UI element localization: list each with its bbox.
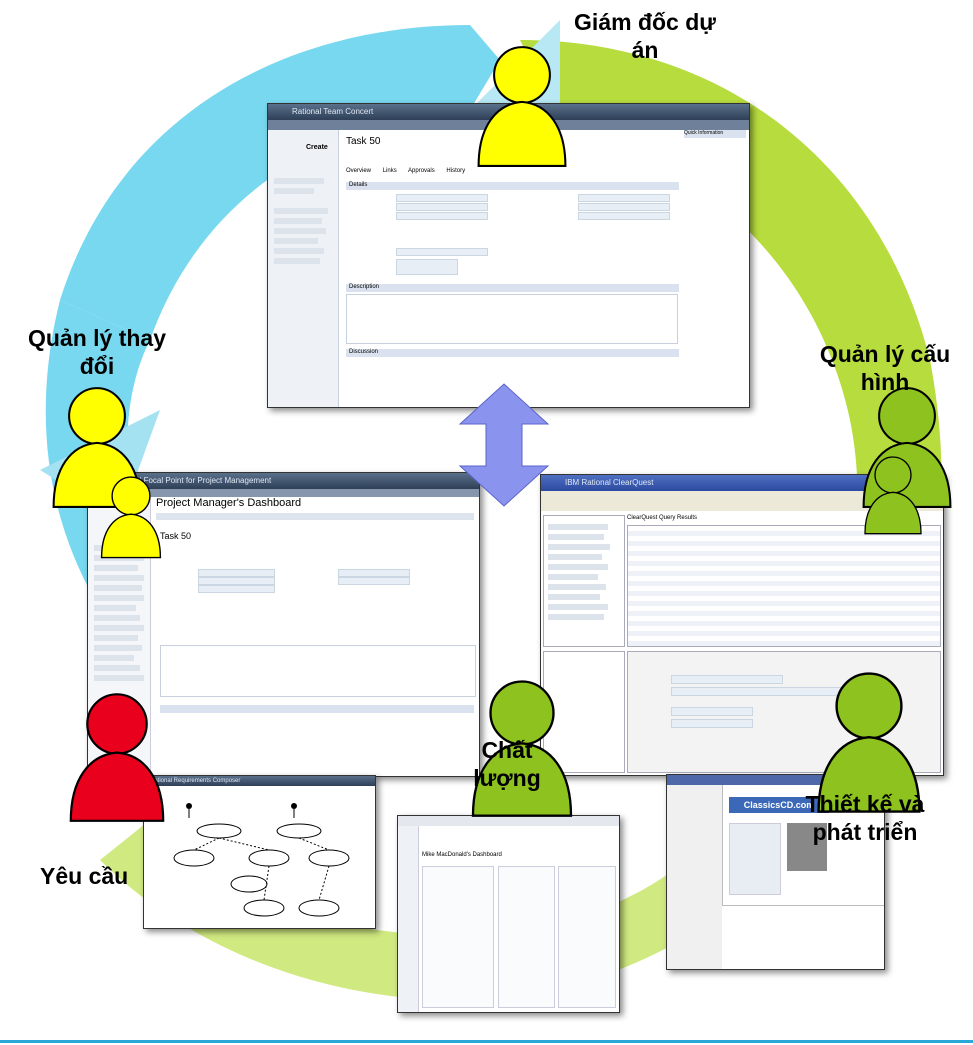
footer-line	[0, 1040, 973, 1043]
double-arrow	[458, 383, 550, 507]
cycle-arc-green	[520, 40, 942, 760]
quality-dashboard-title: Mike MacDonald's Dashboard	[422, 852, 502, 858]
rtc-details-header: Details	[346, 182, 679, 190]
tab-approvals[interactable]: Approvals	[408, 168, 435, 174]
rtc-discussion-header: Discussion	[346, 349, 679, 357]
pawn-project-director-icon	[477, 46, 567, 167]
rtc-create-label: Create	[306, 144, 328, 151]
focal-dashboard-title: Project Manager's Dashboard	[156, 497, 302, 509]
label-requirements: Yêu cầu	[40, 863, 129, 889]
classicscd-logo: ClassicsCD.com	[729, 797, 829, 813]
quality-screenshot: Mike MacDonald's Dashboard	[397, 815, 620, 1013]
clearquest-title-bar: IBM Rational ClearQuest	[541, 475, 943, 491]
pawn-requirements-icon	[69, 693, 165, 822]
focal-title-bar: Rational Focal Point for Project Managem…	[88, 473, 479, 489]
clearquest-tree	[543, 515, 625, 647]
rtc-work-item-title: Task 50	[346, 136, 381, 147]
focal-work-item-title: Task 50	[160, 531, 192, 541]
tab-history[interactable]: History	[446, 168, 466, 174]
rtc-description-header: Description	[346, 284, 679, 292]
requirements-title-bar: Rational Requirements Composer	[144, 776, 375, 786]
requirements-screenshot: Rational Requirements Composer	[143, 775, 376, 929]
clearquest-query-title: ClearQuest Query Results	[627, 515, 698, 521]
tab-links[interactable]: Links	[382, 168, 397, 174]
clearquest-results-grid	[627, 525, 941, 647]
use-case-diagram	[173, 803, 350, 917]
pawn-configuration-icon	[862, 387, 952, 508]
rtc-tabs: Overview Links Approvals History	[346, 168, 676, 180]
rtc-sidebar: Create	[268, 130, 339, 407]
tab-overview[interactable]: Overview	[346, 168, 372, 174]
rtc-quick-info: Quick Information	[684, 130, 746, 138]
rtc-screenshot: Rational Team Concert Create Task 50 Ove…	[267, 103, 750, 408]
